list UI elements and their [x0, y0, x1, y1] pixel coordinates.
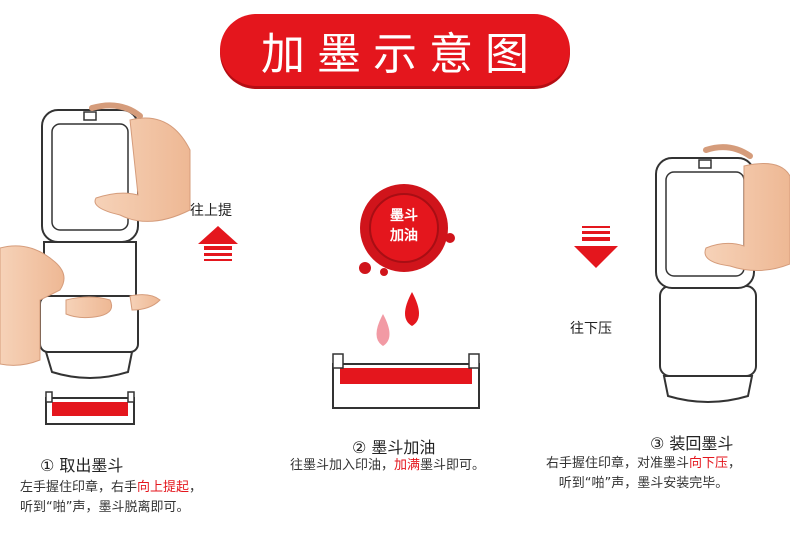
up-arrow-icon	[198, 226, 238, 261]
step-3-desc: 右手握住印章，对准墨斗向下压， 听到“啪”声，墨斗安装完毕。	[546, 454, 741, 494]
step-1-desc: 左手握住印章，右手向上提起， 听到“啪”声，墨斗脱离即可。	[20, 478, 202, 518]
down-label: 往下压	[570, 321, 612, 337]
ink-drop-light-icon	[376, 314, 390, 346]
step-2-title: ② 墨斗加油	[352, 438, 436, 457]
ink-tray-left	[45, 391, 135, 425]
step-2-desc: 往墨斗加入印油，加满墨斗即可。	[290, 456, 485, 476]
desc-text: 右手握住印章，对准墨斗	[546, 456, 690, 471]
step-3-desc-line-2: 听到“啪”声，墨斗安装完毕。	[546, 474, 741, 494]
seal-text-line-1: 墨斗	[390, 208, 418, 224]
desc-highlight: 加满	[394, 458, 421, 473]
stamp-illustration-right	[655, 157, 757, 403]
title-banner: 加墨示意图	[220, 14, 570, 86]
desc-text: 左手握住印章，右手	[20, 480, 138, 495]
seal-text: 墨斗 加油	[380, 206, 428, 246]
right-hand-right-scene	[704, 163, 790, 271]
ink-drop-dark-icon	[405, 292, 419, 326]
desc-text: ，	[189, 480, 203, 495]
step-1-desc-line-2: 听到“啪”声，墨斗脱离即可。	[20, 498, 202, 518]
right-hand-left-scene	[94, 117, 191, 222]
down-arrow-icon	[574, 226, 618, 268]
desc-highlight: 向下压	[689, 456, 729, 471]
step-3-title: ③ 装回墨斗	[650, 434, 734, 453]
wax-seal-icon	[359, 184, 455, 276]
seal-text-line-2: 加油	[390, 228, 418, 244]
desc-text: 墨斗即可。	[420, 458, 486, 473]
desc-text: ，	[728, 456, 742, 471]
up-label: 往上提	[190, 203, 232, 219]
step-2-desc-line-1: 往墨斗加入印油，加满墨斗即可。	[290, 456, 485, 476]
page-title: 加墨示意图	[261, 29, 541, 80]
stamp-illustration-left	[39, 109, 139, 379]
desc-text: 往墨斗加入印油，	[290, 458, 395, 473]
step-1-desc-line-1: 左手握住印章，右手向上提起，	[20, 478, 202, 498]
desc-text: 听到“啪”声，墨斗安装完毕。	[558, 476, 729, 491]
step-3-desc-line-1: 右手握住印章，对准墨斗向下压，	[546, 454, 741, 474]
step-1-title: ① 取出墨斗	[40, 456, 124, 475]
left-hand-left-scene	[0, 245, 65, 366]
desc-highlight: 向上提起	[137, 480, 190, 495]
desc-text: 听到“啪”声，墨斗脱离即可。	[20, 500, 190, 515]
ink-tray-center	[332, 353, 480, 409]
